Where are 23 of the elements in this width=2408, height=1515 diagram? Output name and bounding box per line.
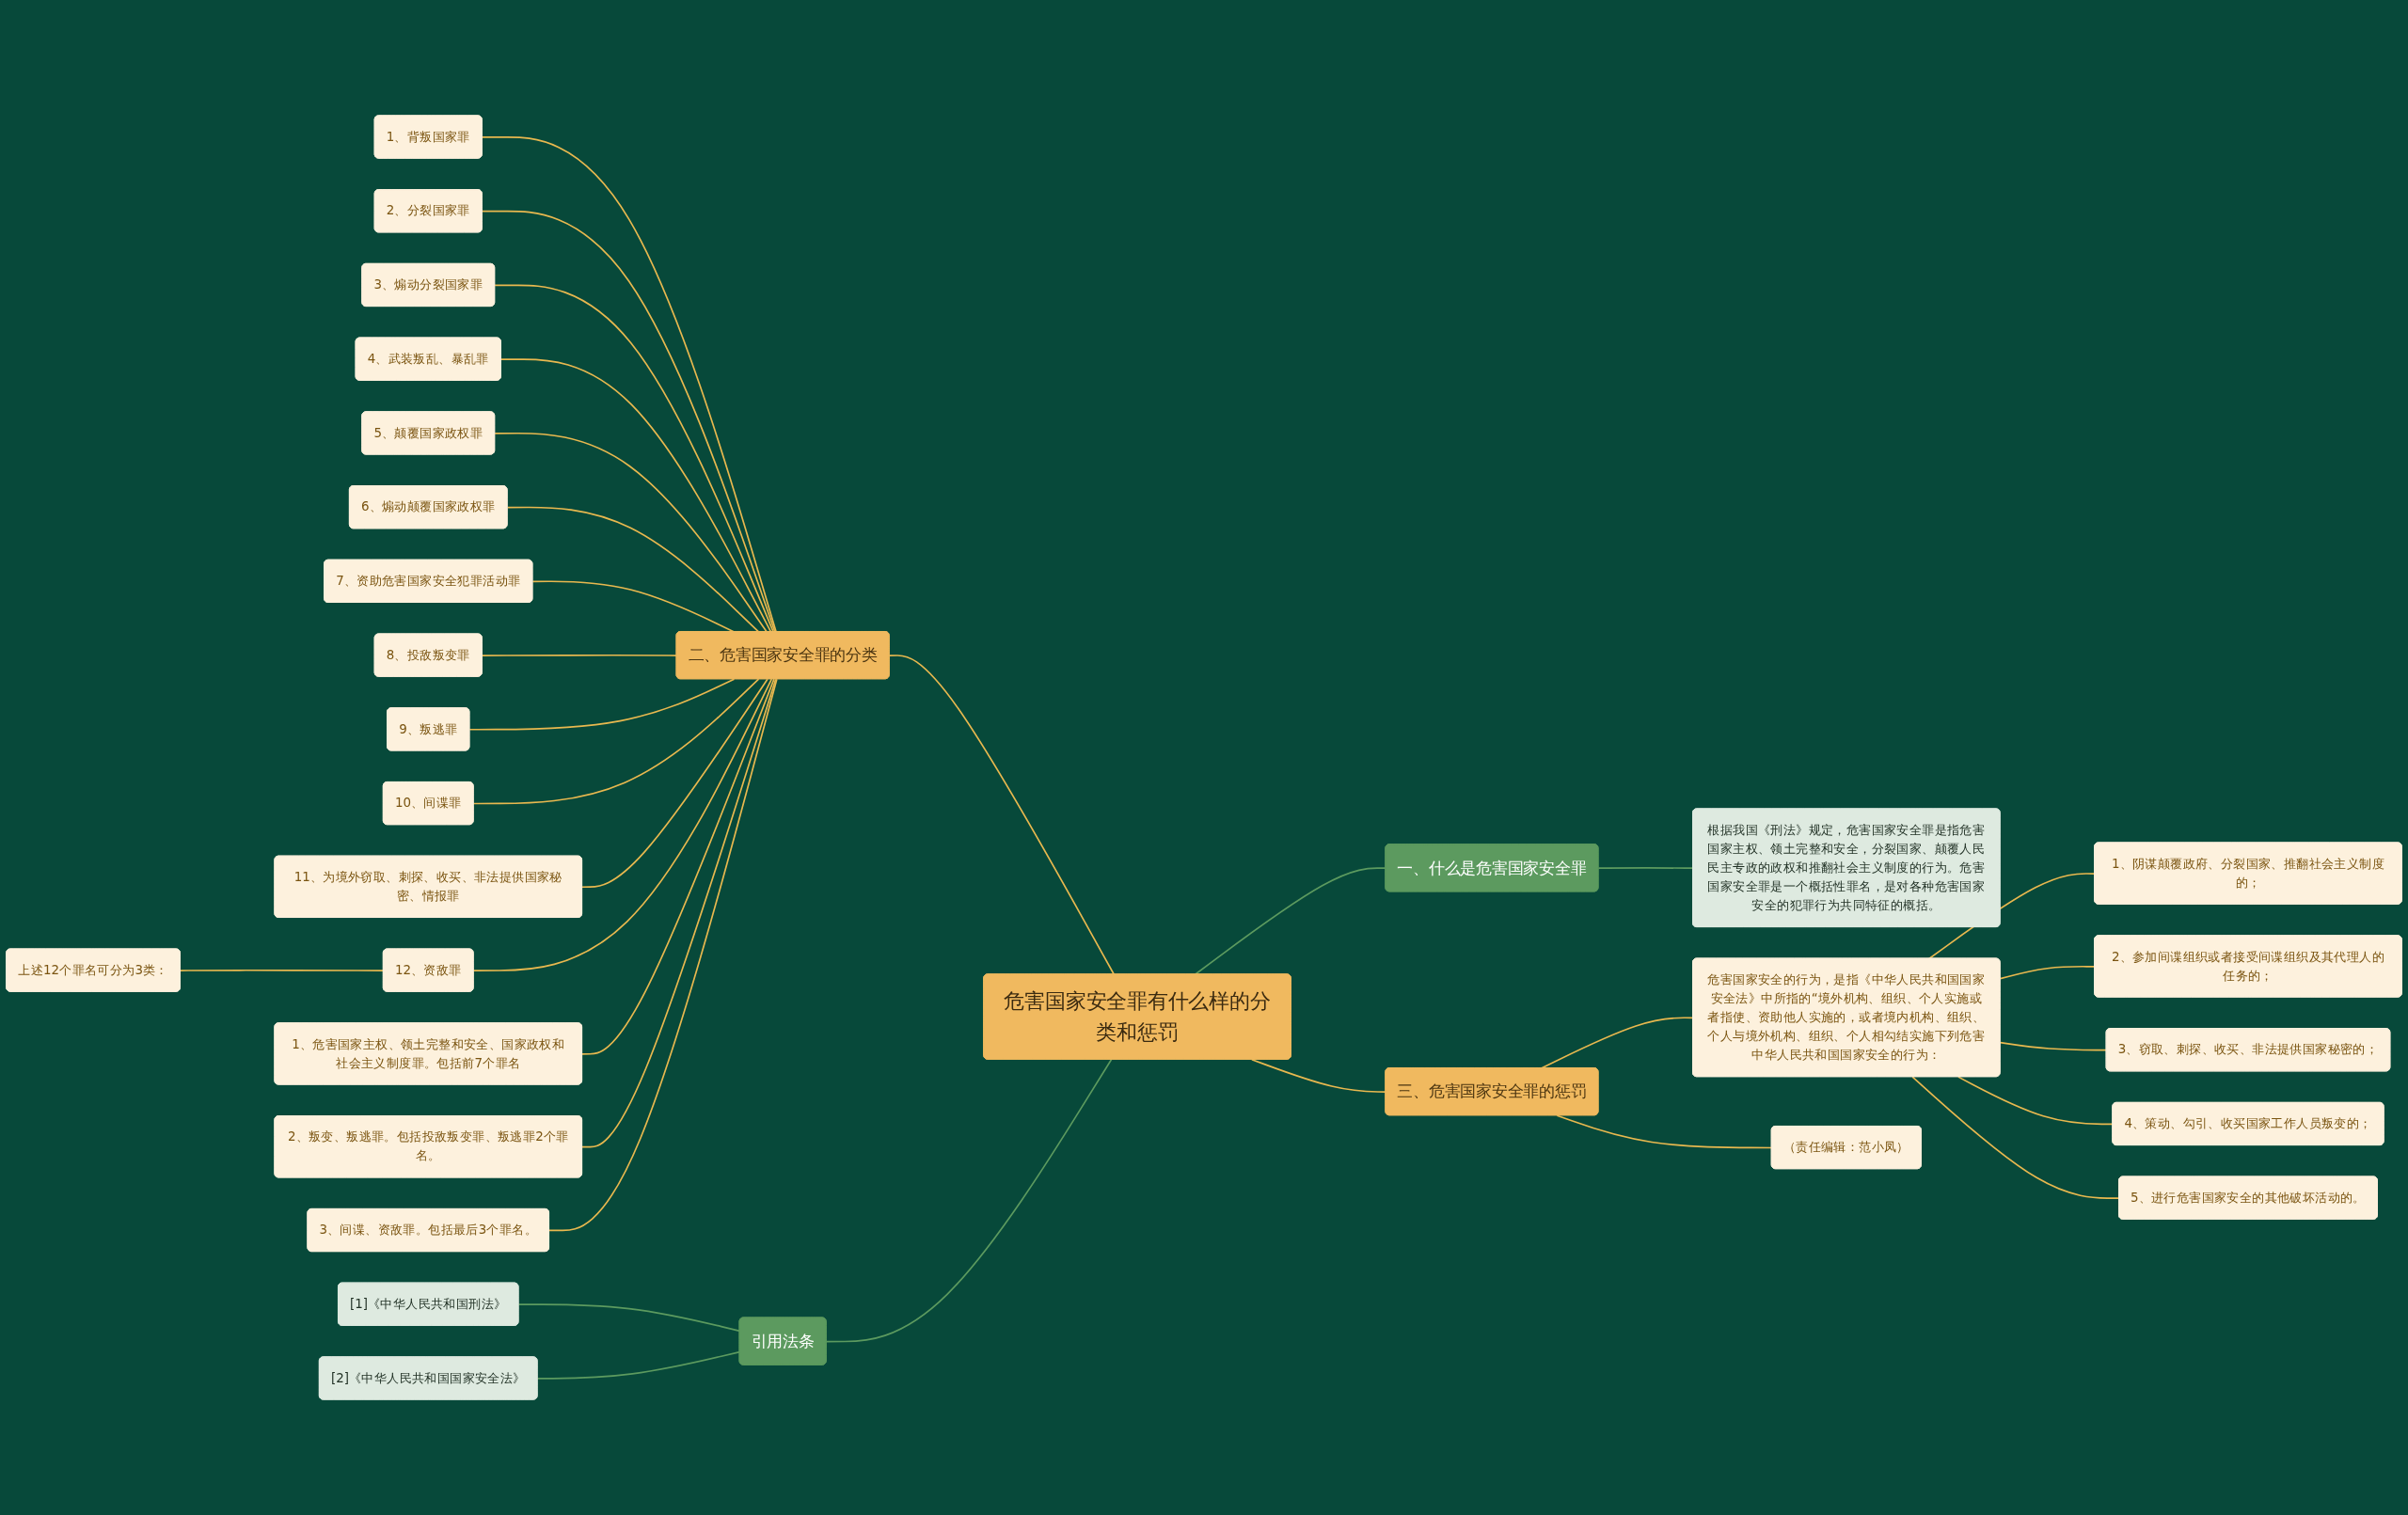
connector <box>494 284 774 633</box>
connector <box>1556 1114 1773 1149</box>
connector <box>499 358 772 633</box>
connector <box>536 1350 741 1380</box>
connector <box>581 678 777 1148</box>
connector <box>1999 1041 2108 1051</box>
connector <box>548 678 778 1232</box>
connector <box>468 678 736 731</box>
connector <box>825 1058 1113 1343</box>
connector <box>494 432 768 633</box>
connector <box>1999 965 2096 980</box>
connector <box>481 210 776 633</box>
connector <box>506 506 760 633</box>
connector <box>581 678 775 1055</box>
connector <box>1911 1076 2120 1199</box>
connector <box>581 678 768 889</box>
connector <box>517 1303 741 1333</box>
connector <box>1597 867 1694 869</box>
connector <box>481 136 777 633</box>
connector <box>472 678 773 971</box>
connector <box>481 654 678 656</box>
connector <box>472 678 760 805</box>
connector <box>180 969 385 971</box>
